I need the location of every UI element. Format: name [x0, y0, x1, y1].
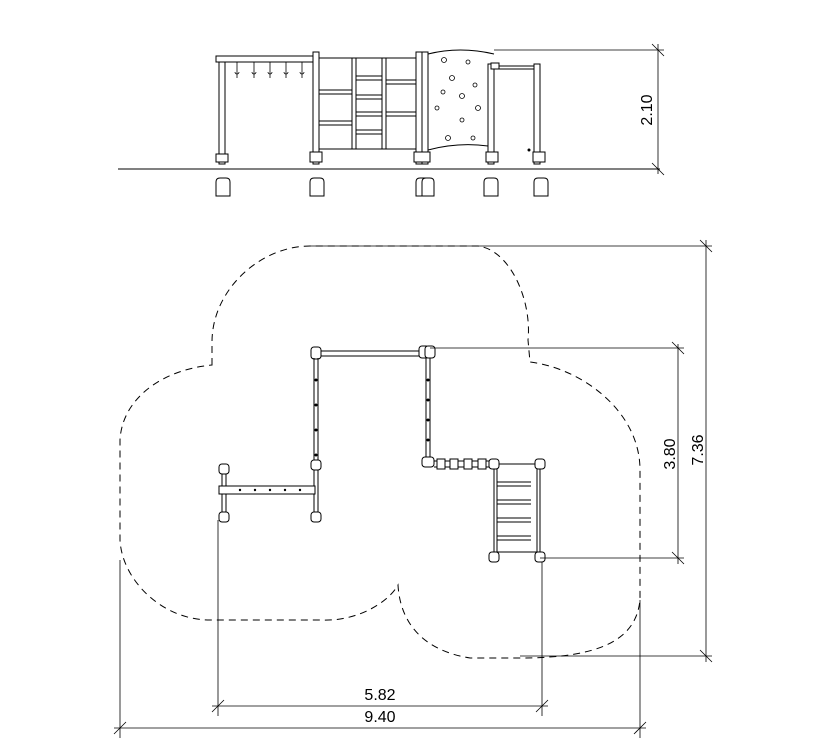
climbing-wall: [413, 49, 495, 197]
depth-outer-label: 7.36: [690, 434, 707, 465]
plan-ladder: [488, 458, 546, 563]
height-dimension: 2.10: [494, 43, 665, 176]
width-outer-label: 9.40: [364, 709, 395, 726]
depth-outer-dimension: 7.36: [310, 239, 713, 663]
plan-climbing-wall: [434, 458, 494, 470]
elevation-view: 2.10: [118, 43, 665, 197]
climbing-holds: [434, 57, 481, 141]
width-inner-dimension: 5.82: [211, 520, 549, 716]
climbing-panel: [309, 51, 423, 197]
monkey-bar-frame: [215, 55, 320, 197]
height-label: 2.10: [639, 94, 656, 125]
plan-left-beam: [310, 358, 322, 523]
safety-zone-outline: [119, 245, 641, 659]
width-outer-dimension: 9.40: [113, 560, 647, 738]
plan-upper-beam: [310, 345, 436, 360]
plan-view: 3.80 7.36 5.82 9.40: [113, 239, 713, 738]
depth-inner-label: 3.80: [662, 438, 679, 469]
plan-right-beam: [421, 358, 435, 468]
width-inner-label: 5.82: [364, 687, 395, 704]
depth-inner-dimension: 3.80: [430, 341, 685, 565]
plan-monkey-bars: [218, 463, 316, 523]
handrail-frame: [483, 62, 549, 197]
hanging-rings: [234, 62, 305, 78]
